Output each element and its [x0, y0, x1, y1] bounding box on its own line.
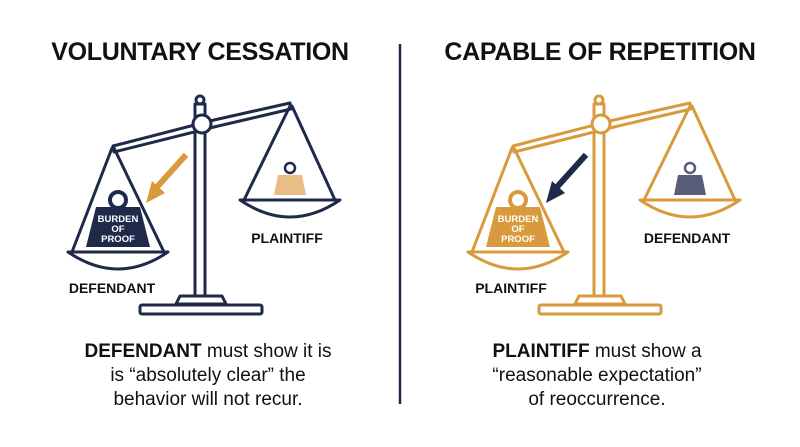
right-caption-line-1-rest: must show a	[589, 341, 702, 362]
right-light-pan-string-2	[690, 104, 737, 202]
left-caption: DEFENDANT must show it is is “absolutely…	[8, 340, 408, 412]
left-heavy-pan-string-1	[70, 146, 114, 254]
left-weight-icon: BURDEN OF PROOF	[86, 190, 150, 247]
right-weight-label-line-3: PROOF	[501, 234, 535, 245]
right-heavy-pan-string-2	[512, 146, 566, 254]
left-weight-label-line-3: PROOF	[101, 234, 135, 245]
right-weight-label-line-1: BURDEN	[498, 214, 539, 225]
left-arrow-down-left-icon	[146, 152, 189, 203]
left-caption-line-1: DEFENDANT must show it is	[8, 340, 408, 364]
right-base	[573, 294, 627, 306]
right-caption-line-2: “reasonable expectation”	[492, 365, 702, 386]
left-small-weight-icon	[274, 161, 306, 195]
left-caption-line-2: is “absolutely clear” the	[110, 365, 306, 386]
left-caption-line-3: behavior will not recur.	[113, 389, 303, 410]
left-light-pan-string-1	[242, 104, 292, 202]
left-weight-label-line-2: OF	[111, 224, 124, 235]
left-light-pan-string-2	[290, 104, 337, 202]
right-heavy-pan	[466, 250, 570, 271]
left-caption-line-1-rest: must show it is	[201, 341, 332, 362]
right-caption-line-1: PLAINTIFF must show a	[397, 340, 797, 364]
left-heavy-pan	[66, 250, 170, 271]
left-caption-lead: DEFENDANT	[84, 341, 202, 362]
right-weight-label-line-2: OF	[511, 224, 524, 235]
left-heavy-pan-label: DEFENDANT	[69, 280, 156, 296]
left-base	[174, 294, 228, 306]
right-light-pan-label: DEFENDANT	[644, 230, 731, 246]
right-heavy-pan-label: PLAINTIFF	[475, 280, 547, 296]
right-light-pan-string-1	[642, 104, 692, 202]
left-pivot	[191, 113, 213, 135]
right-pivot	[590, 113, 612, 135]
left-light-pan-label: PLAINTIFF	[251, 230, 323, 246]
left-weight-label-line-1: BURDEN	[98, 214, 139, 225]
right-heavy-pan-string-1	[470, 146, 514, 254]
left-balance-scale-icon	[66, 94, 342, 316]
right-caption-lead: PLAINTIFF	[492, 341, 590, 362]
right-base-plate	[537, 303, 663, 316]
right-caption: PLAINTIFF must show a “reasonable expect…	[397, 340, 797, 412]
left-panel-title: VOLUNTARY CESSATION	[51, 38, 349, 66]
right-arrow-down-left-icon	[546, 152, 589, 203]
left-heavy-pan-string-2	[112, 146, 166, 254]
left-light-pan	[238, 198, 342, 219]
right-balance-scale-icon	[466, 94, 742, 316]
left-base-plate	[138, 303, 264, 316]
right-light-pan	[638, 198, 742, 219]
right-caption-line-3: of reoccurrence.	[528, 389, 666, 410]
right-small-weight-icon	[674, 161, 706, 195]
right-weight-icon: BURDEN OF PROOF	[486, 190, 550, 247]
right-panel-title: CAPABLE OF REPETITION	[444, 38, 756, 66]
